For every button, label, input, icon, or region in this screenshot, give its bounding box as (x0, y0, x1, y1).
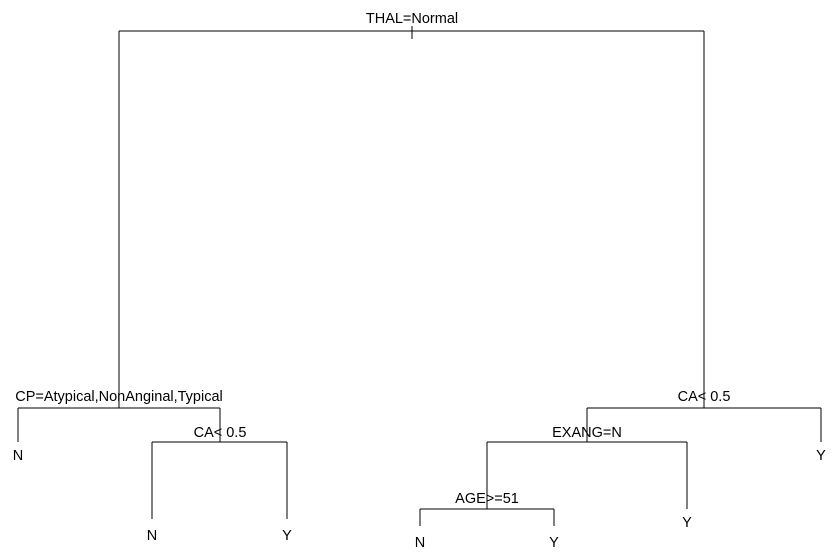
leaf-label-right-left-left-right: Y (549, 535, 559, 551)
split-label-left-right: CA< 0.5 (194, 425, 247, 441)
split-label-left: CP=Atypical,NonAnginal,Typical (15, 389, 223, 405)
leaf-label-right-left-right: Y (682, 515, 692, 531)
node-root: THAL=Normal (118, 11, 705, 408)
node-left: CP=Atypical,NonAnginal,Typical N (13, 389, 223, 464)
split-label-right-left-left: AGE>=51 (455, 491, 519, 507)
node-left-right: CA< 0.5 N Y (147, 425, 292, 544)
node-right-left: EXANG=N Y (486, 425, 692, 531)
node-right: CA< 0.5 Y (586, 389, 826, 464)
leaf-label-right-right: Y (816, 448, 826, 464)
split-label-root: THAL=Normal (366, 11, 458, 27)
leaf-label-left-right-right: Y (282, 528, 292, 544)
node-right-left-left: AGE>=51 N Y (415, 491, 559, 551)
leaf-label-left-right-left: N (147, 528, 157, 544)
leaf-label-left-left: N (13, 448, 23, 464)
split-label-right: CA< 0.5 (678, 389, 731, 405)
split-label-right-left: EXANG=N (552, 425, 622, 441)
leaf-label-right-left-left-left: N (415, 535, 425, 551)
